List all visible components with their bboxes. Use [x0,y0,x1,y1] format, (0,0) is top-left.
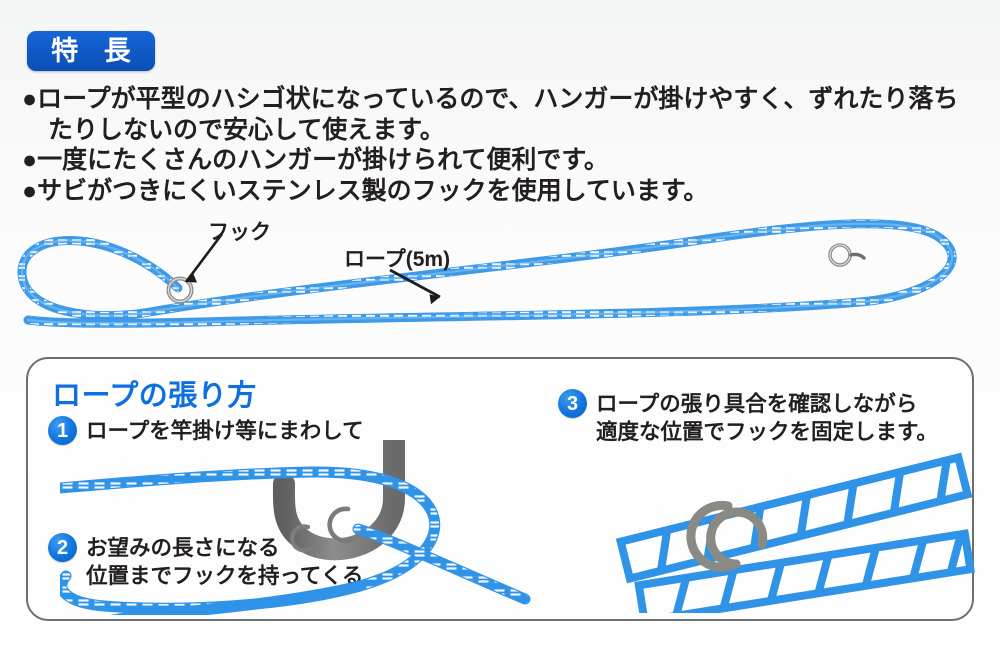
instructions-panel-title: ロープの張り方 [52,380,257,412]
feature-line-4: ●サビがつきにくいステンレス製のフックを使用しています。 [22,176,709,205]
feature-line-2: たりしないので安心して使えます。 [48,115,445,144]
step-text-3-line-1: ロープの張り具合を確認しながら [596,392,918,416]
instruction-step-3: 3 ロープの張り具合を確認しながら 適度な位置でフックを固定します。 [558,389,938,446]
step-text-1-line-1: ロープを竿掛け等にまわして [86,419,364,443]
rope-product-illustration [17,219,957,328]
step-3-illustration [615,452,975,613]
step-number-badge-3: 3 [558,389,587,418]
rope-callout-arrow [389,268,441,299]
rope-path-group [17,219,957,328]
rope-step1-path [60,466,441,614]
features-badge-label: 特 長 [51,35,140,66]
feature-line-1: ●ロープが平型のハシゴ状になっているので、ハンガーが掛けやすく、ずれたり落ち [22,85,959,113]
rope-sheen [20,222,954,325]
rope-step2-path [110,580,366,615]
hook-ring-step2-icon [289,524,317,553]
step-2-hook-illustration [327,506,531,605]
hook-ring-right-icon [828,243,866,267]
step-text-3: ロープの張り具合を確認しながら 適度な位置でフックを固定します。 [596,389,938,446]
step-number-badge-2: 2 [48,533,77,562]
step-text-2: お望みの長さになる 位置までフックを持ってくる [86,533,363,590]
step-text-1: ロープを竿掛け等にまわして [86,416,364,446]
hook-callout-arrow [184,233,224,283]
instruction-step-2: 2 お望みの長さになる 位置までフックを持ってくる [48,533,363,590]
hook-ring-left-icon [166,276,194,304]
step-text-3-line-2: 適度な位置でフックを固定します。 [596,419,938,444]
step-1-2-illustration [60,440,441,615]
step-text-2-line-2: 位置までフックを持ってくる [86,563,364,588]
callout-label-rope: ロープ(5m) [344,248,451,271]
ladder-strap-lower [634,529,975,613]
s-hook-icon [686,500,768,572]
features-badge: 特 長 [27,31,155,71]
feature-line-3: ●一度にたくさんのハンガーが掛けられて便利です。 [22,146,609,174]
ladder-strap-upper [615,452,973,584]
hook-c-ring-icon [327,506,361,544]
instruction-step-1: 1 ロープを竿掛け等にまわして [48,416,364,446]
step-number-badge-1: 1 [48,416,77,445]
features-bullet-list: ●ロープが平型のハシゴ状になっているので、ハンガーが掛けやすく、ずれたり落ち た… [22,84,982,206]
callout-label-hook: フック [208,221,271,244]
step-text-2-line-1: お望みの長さになる [86,536,280,560]
